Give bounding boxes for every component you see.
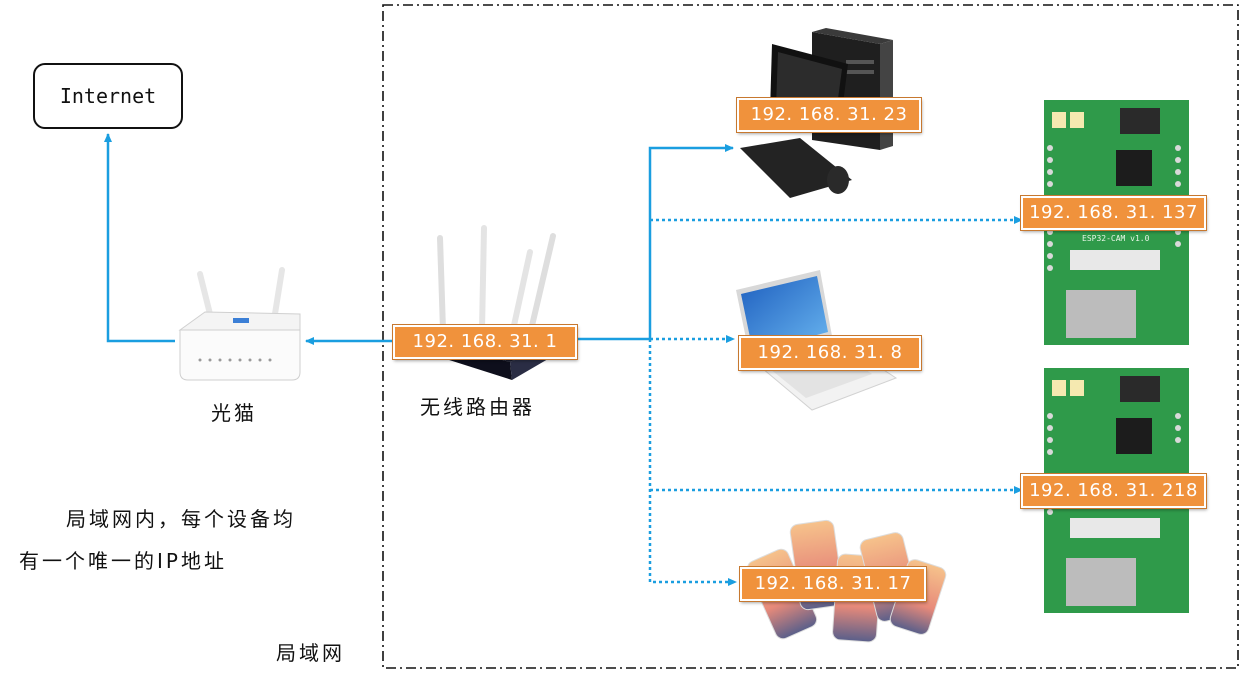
modem-internet-link <box>104 133 175 343</box>
desktop-link <box>568 144 734 343</box>
note-line-1: 局域网内，每个设备均 <box>66 507 296 531</box>
router-label: 无线路由器 <box>420 395 535 419</box>
esp32-2-ip-badge: 192. 168. 31. 218 <box>1021 474 1206 508</box>
lan-boundary <box>382 4 1239 669</box>
modem-icon <box>178 267 301 381</box>
internet-label: Internet <box>59 84 157 108</box>
phones-link <box>648 339 737 586</box>
note-line-2: 有一个唯一的IP地址 <box>19 549 227 573</box>
lan-label: 局域网 <box>276 641 345 665</box>
phones-ip-badge: 192. 168. 31. 17 <box>740 567 926 601</box>
connections <box>104 133 1023 586</box>
modem-label: 光猫 <box>211 401 257 425</box>
laptop-ip-badge: 192. 168. 31. 8 <box>739 336 921 370</box>
esp32-1-ip-badge: 192. 168. 31. 137 <box>1021 196 1206 230</box>
router-ip-badge: 192. 168. 31. 1 <box>393 325 577 359</box>
internet-node: Internet <box>33 63 183 129</box>
esp32-board-text: ESP32-CAM v1.0 <box>1082 234 1150 243</box>
desktop-ip-badge: 192. 168. 31. 23 <box>737 98 921 132</box>
